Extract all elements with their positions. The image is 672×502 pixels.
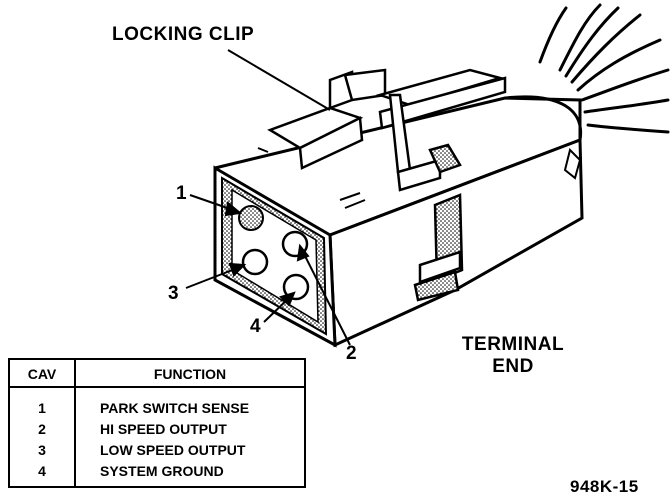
cavity-1 [238,205,264,231]
table-row: 3 LOW SPEED OUTPUT [10,442,304,463]
wire-bundle [538,3,670,134]
table-divider [74,360,76,486]
row-cav: 2 [38,421,46,437]
row-function: HI SPEED OUTPUT [100,421,227,437]
cavity-callout-3: 3 [168,283,180,304]
table-row: 2 HI SPEED OUTPUT [10,421,304,442]
cavity-callout-1: 1 [176,183,188,204]
header-cav: CAV [27,366,57,382]
header-function: FUNCTION [153,366,227,382]
table-header: CAV FUNCTION [10,360,304,388]
cavity-callout-2: 2 [346,343,358,364]
row-function: PARK SWITCH SENSE [100,400,250,416]
locking-clip [267,68,507,192]
cavity-4 [282,273,310,301]
cavity-function-table: CAV FUNCTION 1 PARK SWITCH SENSE 2 HI SP… [8,358,306,488]
cavity-callout-arrows [185,194,351,346]
body-rear-edge [504,95,583,141]
row-function: LOW SPEED OUTPUT [100,442,246,458]
side-latch [413,193,464,302]
table-row: 1 PARK SWITCH SENSE [10,400,304,421]
terminal-end-label-line1: TERMINAL [461,334,565,355]
locking-clip-leader [227,49,331,111]
row-cav: 1 [38,400,46,416]
terminal-end-label-line2: END [492,356,534,377]
figure-id: 948K-15 [570,477,639,496]
table-row: 4 SYSTEM GROUND [10,463,304,484]
row-function: SYSTEM GROUND [100,463,224,479]
cavity-callout-4: 4 [250,316,262,337]
row-cav: 3 [38,442,46,458]
cavity-3 [241,248,269,276]
row-cav: 4 [38,463,46,479]
locking-clip-label: LOCKING CLIP [112,24,255,45]
